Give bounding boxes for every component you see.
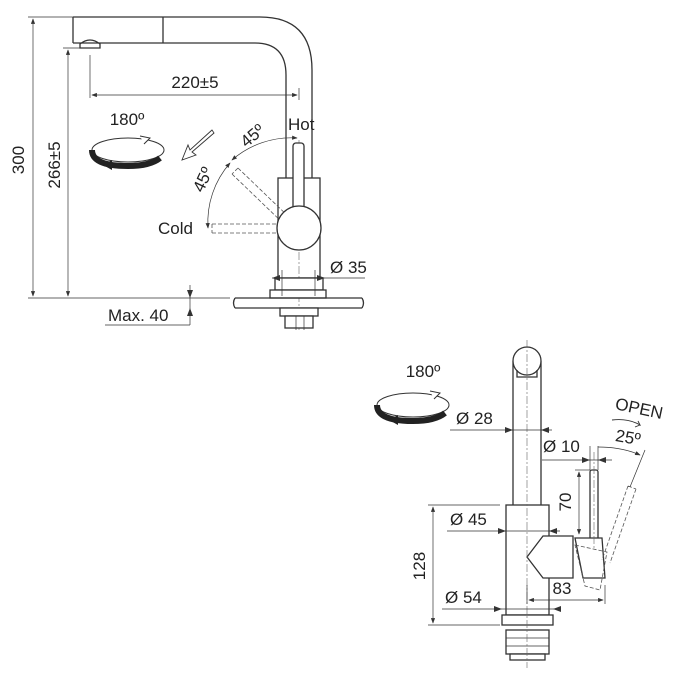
dim-28-label: Ø 28 (456, 409, 493, 428)
spout (72, 16, 313, 180)
hot-label: Hot (288, 115, 315, 134)
rotation-180-label: 180º (110, 110, 145, 129)
counter-top (232, 297, 365, 309)
dim-128-label: 128 (410, 552, 429, 580)
lever-mid-position (231, 167, 293, 227)
open-angle-label: 25º (614, 426, 642, 449)
angle-hot-label: 45º (237, 120, 268, 151)
dim-10-label: Ø 10 (543, 437, 580, 456)
dim-45-label: Ø 45 (450, 510, 487, 529)
lever-housing (574, 537, 606, 579)
rotation-180-icon (374, 390, 450, 425)
open-angle-arc (597, 446, 641, 456)
dim-300-label: 300 (9, 146, 28, 174)
side-view: 300 266±5 220±5 180º 45º 45º Hot Cold Ø … (9, 16, 367, 330)
angle-arc (231, 135, 298, 161)
rotation-180-icon (89, 135, 165, 170)
lever-hub (526, 535, 574, 579)
lever-hub (276, 205, 322, 251)
lever-open-position (574, 485, 637, 591)
dim-max40-label: Max. 40 (108, 306, 168, 325)
dim-220-label: 220±5 (171, 73, 218, 92)
dim-83-label: 83 (553, 579, 572, 598)
lever-cold-position (211, 223, 280, 234)
open-label: OPEN (614, 394, 665, 423)
open-arrow-icon (611, 419, 642, 428)
dim-266-label: 266±5 (45, 141, 64, 188)
rotation-180-label: 180º (406, 362, 441, 381)
dim-54-label: Ø 54 (445, 588, 482, 607)
dim-70-label: 70 (556, 493, 575, 512)
aerator (79, 39, 101, 49)
angle-cold-label: 45º (189, 164, 217, 195)
cold-label: Cold (158, 219, 193, 238)
swing-arrow-icon (181, 129, 215, 161)
front-view: 180º Ø 28 Ø 10 70 Ø 45 128 Ø 54 83 25º O… (374, 340, 665, 668)
dim-35-label: Ø 35 (330, 258, 367, 277)
